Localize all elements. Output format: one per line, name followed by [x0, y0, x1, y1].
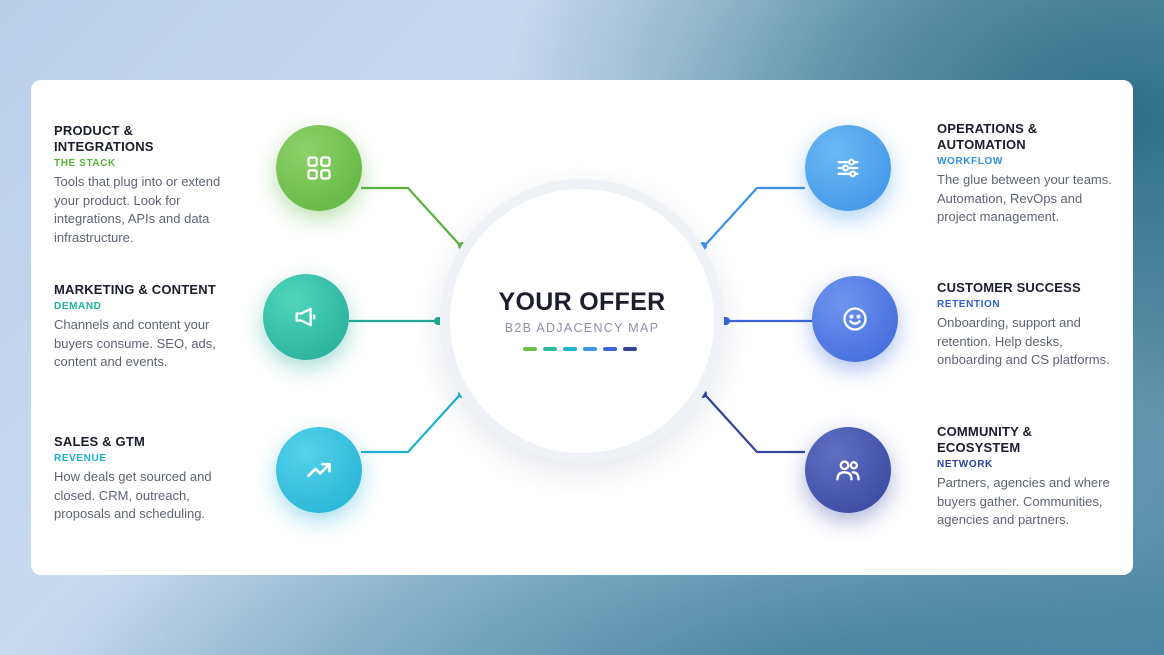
segment-title: CUSTOMER SUCCESS: [937, 280, 1081, 295]
node-customer[interactable]: [812, 276, 898, 362]
hub-title: YOUR OFFER: [498, 288, 666, 316]
segment-sales: SALES & GTM REVENUE How deals get source…: [54, 434, 240, 524]
hub-dash: [543, 347, 557, 351]
hub-color-dashes: [523, 347, 643, 355]
sliders-icon: [837, 158, 859, 178]
segment-description: Tools that plug into or extend your prod…: [54, 174, 221, 245]
segment-tag: REVENUE: [54, 453, 107, 464]
segment-tag: NETWORK: [937, 459, 993, 470]
segment-description: The glue between your teams. Automation,…: [937, 172, 1112, 225]
node-marketing[interactable]: [263, 274, 349, 360]
node-community[interactable]: [805, 427, 891, 513]
adjacency-map-card: YOUR OFFER B2B ADJACENCY MAP: [31, 80, 1133, 575]
megaphone-icon: [295, 307, 316, 327]
segment-title: SALES & GTM: [54, 434, 146, 449]
segment-customer: CUSTOMER SUCCESS RETENTION Onboarding, s…: [937, 280, 1123, 370]
segment-community: COMMUNITY &ECOSYSTEM NETWORK Partners, a…: [937, 424, 1123, 530]
segment-description: How deals get sourced and closed. CRM, o…: [54, 469, 212, 522]
node-operations[interactable]: [805, 125, 891, 211]
segment-tag: RETENTION: [937, 299, 1001, 310]
smile-icon: [843, 307, 867, 331]
segment-tag: THE STACK: [54, 158, 116, 169]
segment-description: Partners, agencies and where buyers gath…: [937, 475, 1110, 528]
hub-subtitle: B2B ADJACENCY MAP: [504, 321, 660, 335]
connector-operations: [697, 186, 805, 254]
node-sales[interactable]: [276, 427, 362, 513]
grid-icon: [307, 156, 331, 180]
segment-tag: DEMAND: [54, 301, 102, 312]
connector-community: [697, 386, 805, 454]
segment-product: PRODUCT &INTEGRATIONS THE STACK Tools th…: [54, 123, 240, 247]
segment-title: OPERATIONS &AUTOMATION: [937, 121, 1038, 152]
connector-product: [361, 186, 468, 254]
hub-dash: [563, 347, 577, 351]
segment-operations: OPERATIONS &AUTOMATION WORKFLOW The glue…: [937, 121, 1123, 227]
hub-dash: [523, 347, 537, 351]
segment-description: Onboarding, support and retention. Help …: [937, 315, 1110, 368]
trending-up-icon: [307, 462, 331, 478]
hub-dash: [603, 347, 617, 351]
hub-dash: [623, 347, 637, 351]
segment-title: PRODUCT &INTEGRATIONS: [54, 123, 154, 154]
segment-title: MARKETING & CONTENT: [54, 282, 216, 297]
node-product[interactable]: [276, 125, 362, 211]
connector-sales: [361, 386, 468, 454]
hub-circle: [440, 179, 724, 463]
segment-description: Channels and content your buyers consume…: [54, 317, 216, 370]
segment-title: COMMUNITY &ECOSYSTEM: [937, 424, 1033, 455]
users-icon: [836, 460, 860, 481]
segment-marketing: MARKETING & CONTENT DEMAND Channels and …: [54, 282, 240, 372]
hub-dash: [583, 347, 597, 351]
segment-tag: WORKFLOW: [937, 156, 1003, 167]
